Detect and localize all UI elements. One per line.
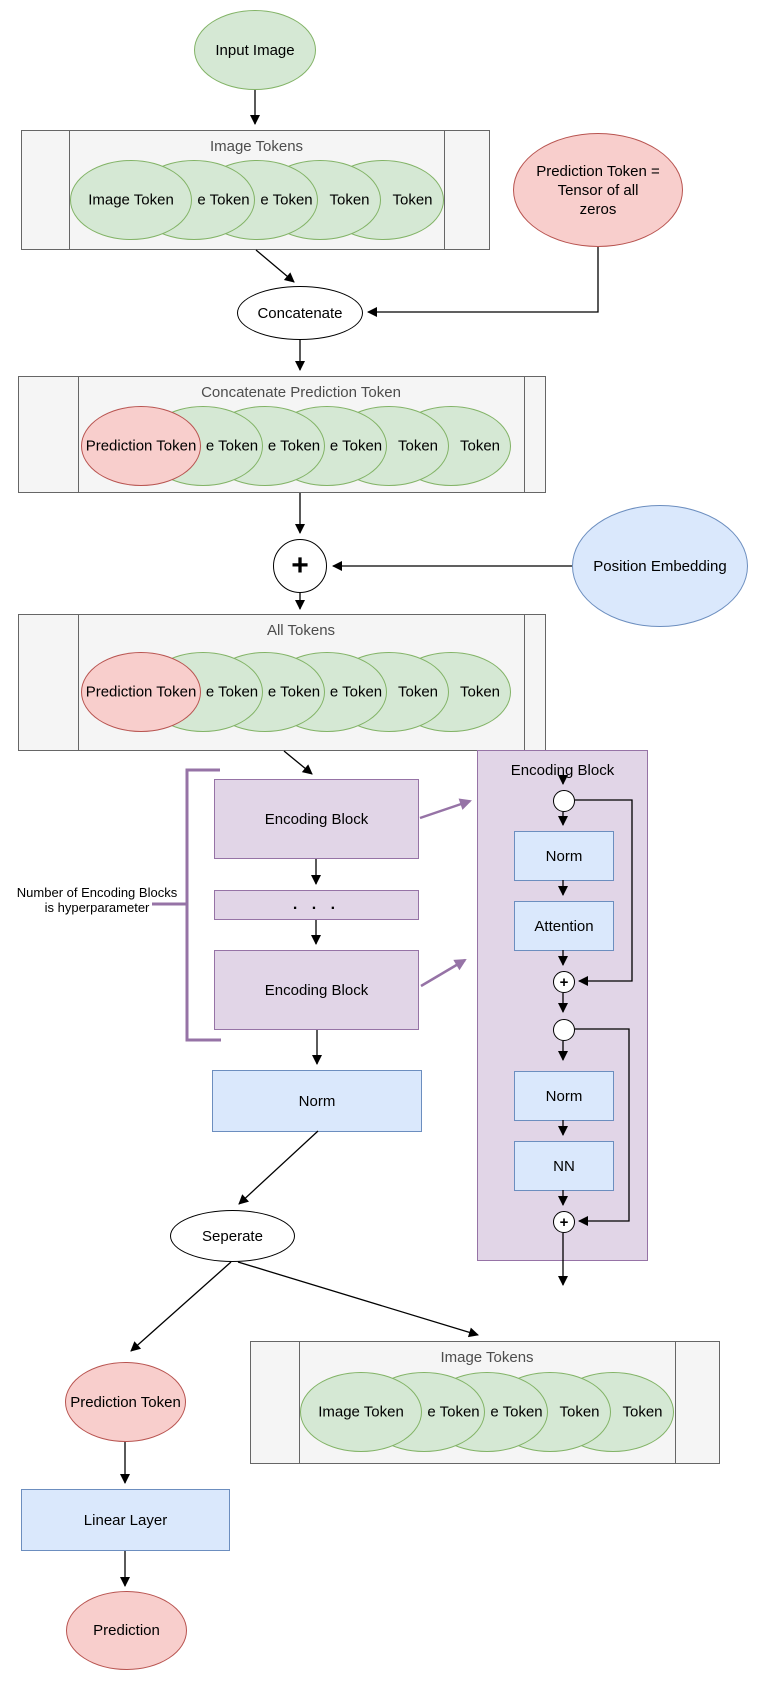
plus-icon: + — [559, 973, 569, 991]
container-divider — [78, 377, 79, 492]
ellipsis-label: . . . — [292, 896, 341, 913]
token-label: e Token — [267, 683, 321, 701]
residual-add-circle-2: + — [553, 1211, 575, 1233]
purple-arrow-eb1-to-panel — [419, 798, 472, 820]
token-label: e Token — [329, 683, 383, 701]
container-divider — [524, 615, 525, 750]
token-label: e Token — [205, 683, 259, 701]
panel-norm1-node: Norm — [514, 831, 614, 881]
arrow-tokens-to-concat — [255, 249, 295, 283]
token-label: Prediction Token — [85, 437, 197, 455]
concatenate-label: Concatenate — [257, 304, 343, 322]
token-label: e Token — [427, 1403, 480, 1421]
token-label: Prediction Token — [85, 683, 197, 701]
container-divider — [444, 131, 445, 249]
token-label: Token — [559, 1403, 600, 1421]
token-label: Image Token — [88, 191, 174, 209]
token-ellipse — [300, 1372, 422, 1452]
encoding-blocks-ellipsis: . . . — [214, 890, 419, 920]
container-divider — [675, 1342, 676, 1463]
linear-layer-label: Linear Layer — [83, 1511, 168, 1529]
panel-title: Encoding Block — [510, 762, 615, 779]
container-title: Concatenate Prediction Token — [201, 384, 401, 401]
panel-norm1-label: Norm — [545, 847, 583, 865]
input-image-label: Input Image — [215, 41, 295, 59]
container-divider — [69, 131, 70, 249]
concatenate-node: Concatenate — [237, 286, 363, 340]
token-label: e Token — [267, 437, 321, 455]
input-image-node: Input Image — [194, 10, 316, 90]
add-position-node: + — [273, 539, 327, 593]
position-embedding-node: Position Embedding — [572, 505, 748, 627]
norm-node: Norm — [212, 1070, 422, 1132]
token-label: e Token — [260, 191, 313, 209]
bracket-note: Number of Encoding Blocks is hyperparame… — [16, 885, 178, 915]
encoding-block-detail-panel: Encoding Block Norm Attention + Norm NN … — [477, 750, 648, 1261]
token-ellipse — [70, 160, 192, 240]
token-label: e Token — [205, 437, 259, 455]
prediction-token-out-label: Prediction Token — [70, 1393, 181, 1411]
prediction-token-init-label: Prediction Token = Tensor of all zeros — [536, 162, 660, 218]
position-embedding-label: Position Embedding — [593, 557, 727, 575]
prediction-token-out-node: Prediction Token — [65, 1362, 186, 1442]
arrow-alltokens-to-eb1 — [283, 750, 313, 775]
panel-norm2-label: Norm — [545, 1087, 583, 1105]
container-divider — [78, 615, 79, 750]
purple-arrow-eb2-to-panel — [420, 958, 467, 988]
residual-branch-circle-2 — [553, 1019, 575, 1041]
encoding-block-2-label: Encoding Block — [264, 981, 369, 999]
seperate-node: Seperate — [170, 1210, 295, 1262]
prediction-token-init-node: Prediction Token = Tensor of all zeros — [513, 133, 683, 247]
arrow-seperate-to-predtoken — [130, 1261, 232, 1352]
seperate-label: Seperate — [202, 1227, 263, 1245]
token-label: Token — [329, 191, 370, 209]
encoding-block-2: Encoding Block — [214, 950, 419, 1030]
container-title: Image Tokens — [209, 138, 304, 155]
token-label: Image Token — [318, 1403, 404, 1421]
panel-nn-node: NN — [514, 1141, 614, 1191]
token-ellipse — [81, 406, 201, 486]
norm-label: Norm — [298, 1092, 336, 1110]
token-label: Token — [622, 1403, 663, 1421]
token-label: Token — [397, 683, 439, 701]
encoding-block-1-label: Encoding Block — [264, 810, 369, 828]
panel-attention-node: Attention — [514, 901, 614, 951]
prediction-label: Prediction — [93, 1622, 160, 1639]
arrow-seperate-to-imagetokens — [237, 1261, 479, 1338]
panel-nn-label: NN — [553, 1157, 575, 1175]
token-label: Token — [459, 437, 501, 455]
token-ellipse — [81, 652, 201, 732]
token-label: Token — [459, 683, 501, 701]
arrow-predinit-to-concat — [367, 247, 599, 317]
token-label: e Token — [329, 437, 383, 455]
plus-icon: + — [559, 1213, 569, 1231]
arrow-norm-to-seperate — [238, 1130, 319, 1205]
residual-branch-circle — [553, 790, 575, 812]
token-label: Token — [392, 191, 433, 209]
container-title: Image Tokens — [440, 1349, 534, 1366]
plus-sign: + — [291, 549, 309, 582]
panel-norm2-node: Norm — [514, 1071, 614, 1121]
token-label: e Token — [490, 1403, 543, 1421]
container-divider — [524, 377, 525, 492]
prediction-node: Prediction — [66, 1591, 187, 1670]
container-title: All Tokens — [266, 622, 336, 639]
panel-attention-label: Attention — [534, 917, 594, 935]
token-label: Token — [397, 437, 439, 455]
residual-add-circle-1: + — [553, 971, 575, 993]
encoding-block-1: Encoding Block — [214, 779, 419, 859]
token-label: e Token — [197, 191, 250, 209]
linear-layer-node: Linear Layer — [21, 1489, 230, 1551]
container-divider — [299, 1342, 300, 1463]
